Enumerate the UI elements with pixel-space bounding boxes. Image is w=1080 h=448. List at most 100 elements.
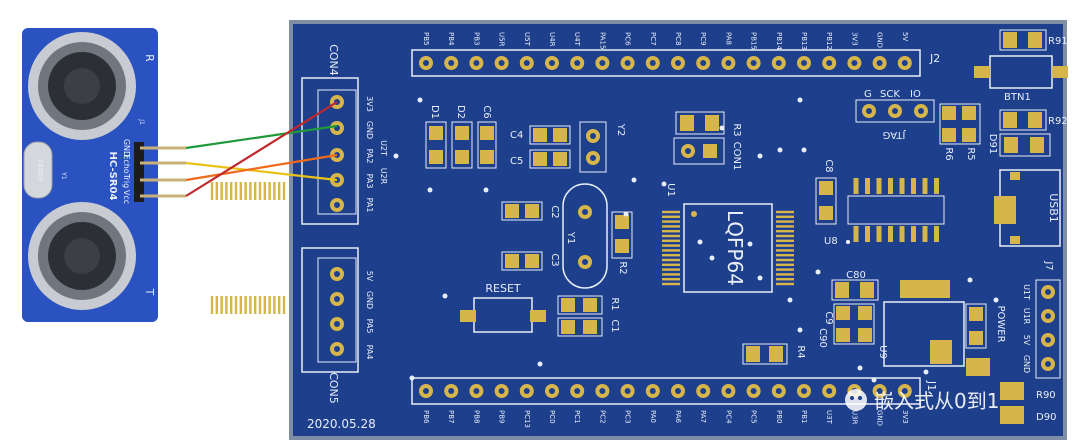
via	[483, 187, 489, 193]
j7-label: J7	[1043, 260, 1054, 270]
via	[427, 187, 433, 193]
via	[409, 375, 415, 381]
c2-label: C2	[549, 205, 560, 218]
via	[757, 275, 763, 281]
j2-pin-label: 5V	[901, 32, 909, 41]
button-btn1-group: R91 BTN1 R92 D91	[974, 29, 1068, 157]
power-label: POWER	[995, 305, 1006, 342]
sensor-pin-header	[134, 142, 144, 202]
via	[801, 147, 807, 153]
j1-pin-label: U3R	[850, 410, 858, 425]
j7-pin-u1t: U1T	[1022, 284, 1031, 300]
c6-label: C6	[481, 105, 492, 118]
d91-label: D91	[987, 134, 998, 154]
c8-label: C8	[823, 159, 834, 172]
via	[661, 181, 667, 187]
d90-label: D90	[1036, 412, 1056, 423]
j7-pin-5v: 5V	[1022, 335, 1031, 346]
r90-label: R90	[1036, 390, 1056, 401]
via	[923, 369, 929, 375]
y1-label: Y1	[565, 231, 576, 244]
con5-pin-5v: 5V	[365, 271, 374, 282]
jtag-pin-g: G	[864, 89, 872, 100]
con1-label: CON1	[731, 142, 742, 171]
con4-label: CON4	[327, 44, 340, 76]
c1-label: C1	[609, 319, 620, 332]
via	[537, 361, 543, 367]
j2-pin-label: PC7	[649, 32, 657, 46]
via	[993, 297, 999, 303]
r92-label: R92	[1048, 116, 1068, 127]
con4-pin-pa1: PA1	[365, 198, 374, 213]
board-date: 2020.05.28	[307, 417, 376, 431]
j2-pin-label: PB3	[472, 32, 480, 45]
j1-pin-label: PA7	[699, 410, 707, 423]
j1-pin-label: PB1	[800, 410, 808, 423]
y2-label: Y2	[615, 123, 626, 136]
via	[697, 239, 703, 245]
via	[393, 153, 399, 159]
jtag-pin-io: IO	[910, 89, 921, 100]
via	[631, 177, 637, 183]
r4-label: R4	[795, 345, 806, 358]
capacitors-c4-c5: C4 C5 Y2	[510, 121, 626, 173]
btn1-label: BTN1	[1004, 92, 1031, 103]
con5-pin-pa5: PA5	[365, 319, 374, 334]
j1-pin-label: PC3	[624, 410, 632, 424]
j1-pin-label: PB8	[472, 410, 480, 423]
j7-pin-gnd: GND	[1022, 355, 1031, 373]
j1-pin-label: PC1	[573, 410, 581, 424]
wire-vcc-red	[185, 101, 338, 197]
sensor-ref-y1: Y1	[60, 171, 67, 180]
j1-pin-label: PB9	[498, 410, 506, 423]
con5-pin-pa4: PA4	[365, 345, 374, 360]
j2-pin-label: PB4	[447, 32, 455, 46]
j2-pin-label: PA15	[598, 32, 606, 49]
con4-pin-3v3: 3V3	[365, 96, 374, 112]
sensor-ref-j1: J1	[138, 118, 145, 125]
via	[757, 153, 763, 159]
r5-label: R5	[965, 147, 976, 160]
jumper-wires	[185, 101, 338, 197]
j2-pin-label: PB14	[775, 32, 783, 50]
regulator-u9-group: C80 C9 C90 U9	[817, 270, 965, 367]
con5-pin-gnd: GND	[365, 291, 374, 309]
r91-label: R91	[1048, 36, 1068, 47]
j2-pin-label: PB12	[825, 32, 833, 50]
via	[857, 365, 863, 371]
via	[797, 327, 803, 333]
lqfp-label: LQFP64	[723, 210, 747, 286]
con4-signal-u2t: U2T	[379, 140, 388, 156]
via	[417, 97, 423, 103]
j2-pin-label: PB5	[422, 32, 430, 45]
sensor-label-r: R	[143, 54, 156, 62]
r1-label: R1	[609, 297, 620, 310]
via	[777, 147, 783, 153]
j2-pin-label: PC6	[624, 32, 632, 46]
watermark-text: 嵌入式从0到1	[874, 389, 999, 413]
mcu-u1: U1 LQFP64	[210, 182, 794, 314]
via	[871, 377, 877, 383]
j1-pin-label: PA0	[649, 410, 657, 423]
j2-pin-label: U5R	[498, 32, 506, 47]
reset-label: RESET	[485, 282, 521, 295]
con4-pin-pa2: PA2	[365, 149, 374, 164]
j1-pin-label: PC2	[598, 410, 606, 424]
board-vias	[393, 97, 999, 383]
j1-pin-label: PB6	[422, 410, 430, 424]
resistor-r3-con1: R3 CON1	[673, 111, 742, 171]
power-led: POWER	[965, 303, 1006, 376]
con4-pin-pa3: PA3	[365, 174, 374, 189]
capacitor-c8: C8	[815, 159, 837, 225]
c90-label: C90	[817, 328, 828, 348]
sensor-pin-trig: Trig	[122, 173, 131, 188]
via	[815, 269, 821, 275]
sensor-pin-echo: Echo	[122, 154, 131, 174]
via	[747, 241, 753, 247]
j2-pin-label: U4R	[548, 32, 556, 47]
wire-echo-yellow	[185, 161, 338, 182]
via	[442, 293, 448, 299]
